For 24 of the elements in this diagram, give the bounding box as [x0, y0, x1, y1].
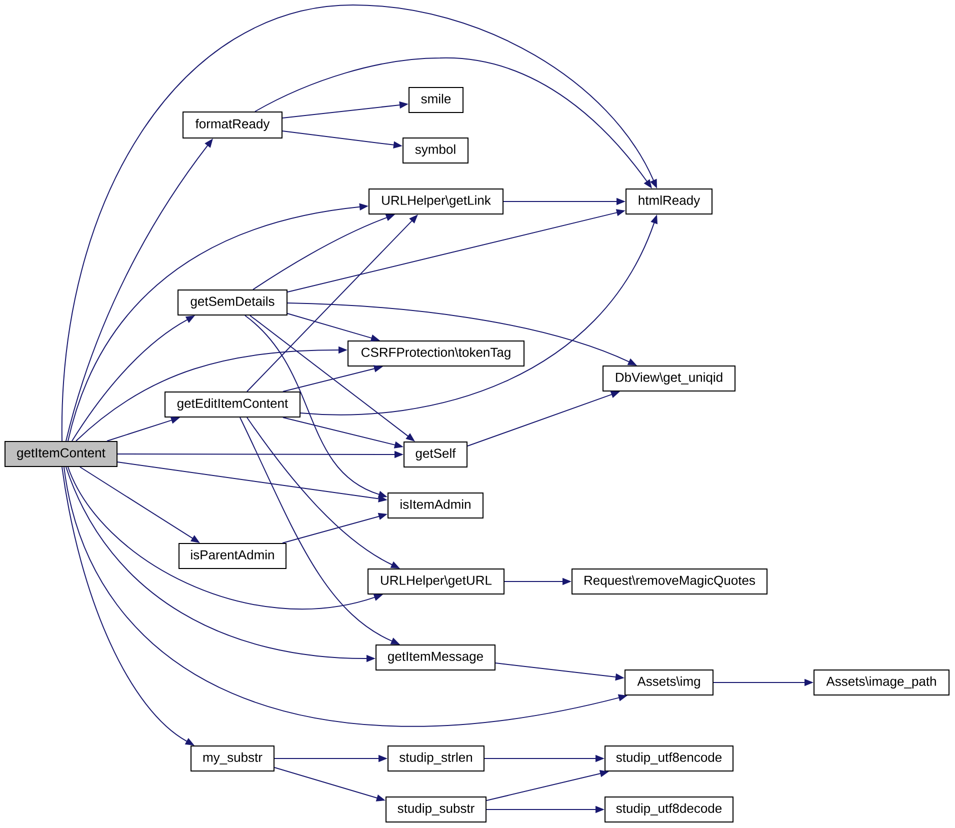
function-box: studip_strlen — [388, 746, 484, 772]
function-box: getItemContent — [4, 441, 118, 467]
function-box: CSRFProtection\tokenTag — [348, 340, 524, 366]
function-box: getSelf — [404, 442, 468, 468]
function-box: formatReady — [182, 112, 282, 138]
function-box: studip_utf8decode — [604, 796, 734, 822]
function-box: htmlReady — [626, 188, 712, 214]
function-box: URLHelper\getURL — [368, 568, 504, 594]
function-box: smile — [408, 87, 464, 113]
function-box: studip_utf8encode — [604, 746, 734, 772]
function-box: Assets\img — [624, 670, 714, 696]
function-box: symbol — [402, 138, 468, 164]
function-box: URLHelper\getLink — [368, 188, 504, 214]
function-box: getSemDetails — [178, 290, 288, 316]
arrow — [62, 4, 657, 442]
function-box: getItemMessage — [376, 644, 496, 670]
function-box: Assets\image_path — [814, 670, 950, 696]
function-box: isParentAdmin — [178, 543, 286, 569]
function-box: getEditItemContent — [164, 392, 300, 418]
function-box: isItemAdmin — [388, 492, 484, 518]
function-box: studip_substr — [386, 796, 486, 822]
function-box: Request\removeMagicQuotes — [572, 568, 768, 594]
function-box: DbView\get_uniqid — [602, 366, 736, 392]
function-box: my_substr — [190, 746, 274, 772]
